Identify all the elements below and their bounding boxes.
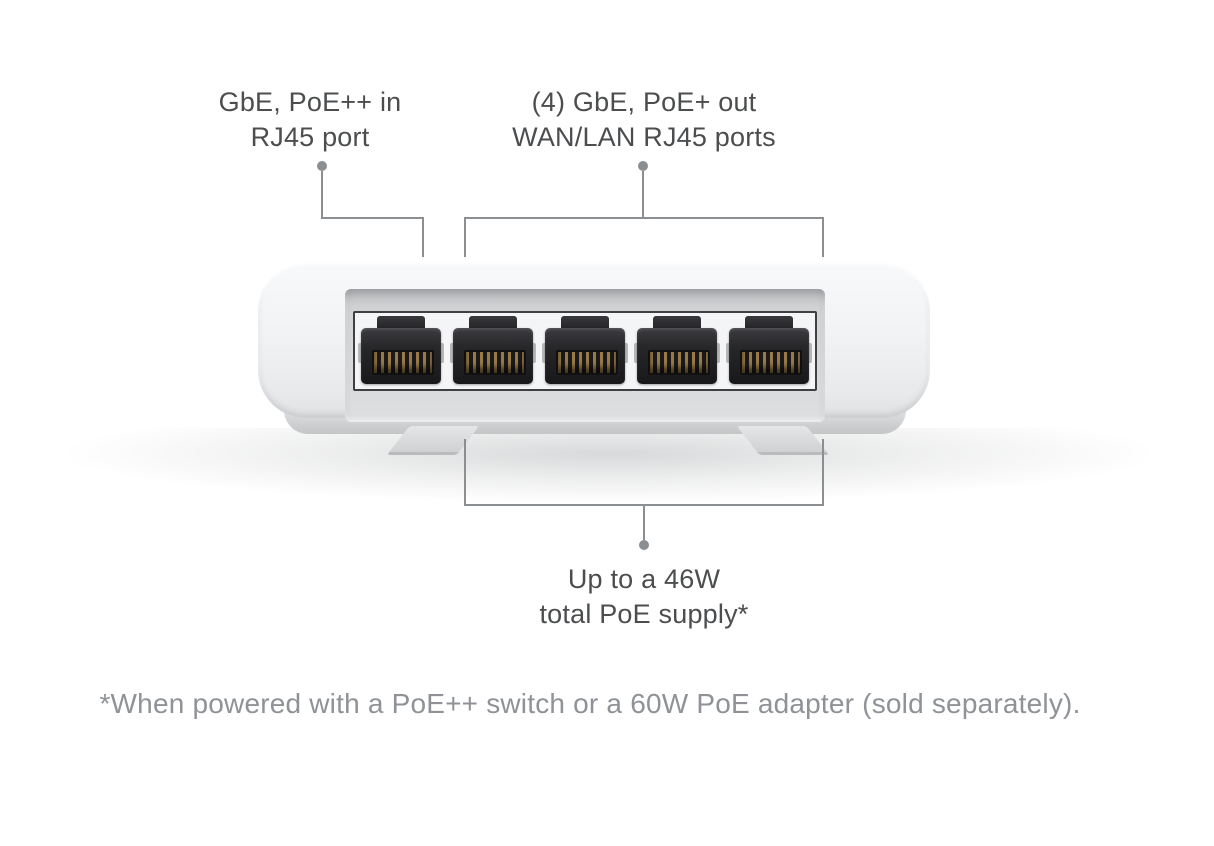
callout-poe-out-line1: (4) GbE, PoE+ out (531, 87, 757, 117)
leader-poe-out-bracket (464, 217, 824, 257)
callout-poe-in-line2: RJ45 port (250, 122, 370, 152)
port-jack (545, 328, 625, 384)
port-pins (464, 350, 526, 375)
rj45-port-1 (358, 315, 444, 387)
port-tab (377, 316, 425, 330)
rj45-port-2 (450, 315, 536, 387)
port-tab (469, 316, 517, 330)
port-jack (361, 328, 441, 384)
port-frame (353, 311, 817, 391)
leader-poe-in-line (321, 171, 424, 257)
rj45-port-4 (634, 315, 720, 387)
leader-dot-poe-in (317, 161, 327, 171)
port-tab (561, 316, 609, 330)
port-jack (729, 328, 809, 384)
rj45-port-5 (726, 315, 812, 387)
callout-poe-supply: Up to a 46W total PoE supply* (444, 562, 844, 632)
port-tab (653, 316, 701, 330)
leader-dot-poe-out (638, 161, 648, 171)
leader-dot-supply (639, 540, 649, 550)
footnote: *When powered with a PoE++ switch or a 6… (99, 688, 1081, 719)
callout-poe-supply-line1: Up to a 46W (567, 564, 721, 594)
callout-poe-in-line1: GbE, PoE++ in (218, 87, 402, 117)
callout-poe-out: (4) GbE, PoE+ out WAN/LAN RJ45 ports (444, 85, 844, 155)
port-tab (745, 316, 793, 330)
callout-poe-out-line2: WAN/LAN RJ45 ports (512, 122, 776, 152)
device-shadow (70, 428, 1150, 502)
rj45-port-3 (542, 315, 628, 387)
port-pins (648, 350, 710, 375)
callout-poe-in: GbE, PoE++ in RJ45 port (110, 85, 510, 155)
port-jack (453, 328, 533, 384)
port-pins (372, 350, 434, 375)
callout-poe-supply-line2: total PoE supply* (539, 599, 749, 629)
switch-device-body (258, 263, 930, 422)
port-pins (740, 350, 802, 375)
port-pins (556, 350, 618, 375)
leader-supply-bracket (464, 439, 824, 506)
port-bay (345, 289, 825, 422)
port-jack (637, 328, 717, 384)
